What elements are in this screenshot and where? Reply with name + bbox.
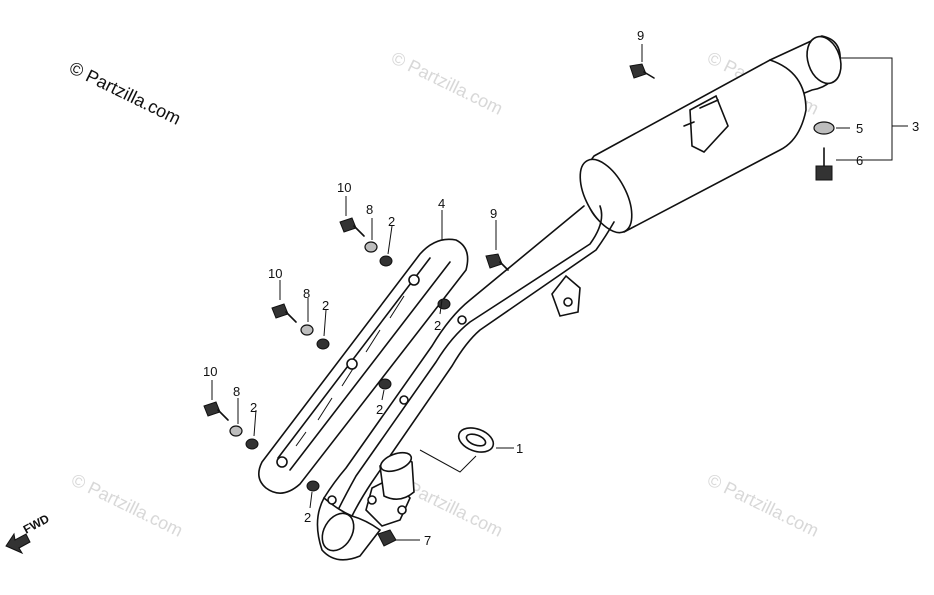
callout-8c: 8 <box>233 384 240 399</box>
callout-6: 6 <box>856 153 863 168</box>
callout-2c: 2 <box>304 510 311 525</box>
fwd-indicator: FWD <box>5 511 52 555</box>
muffler <box>579 35 842 234</box>
heat-shield <box>258 238 469 494</box>
nut-7 <box>377 529 397 547</box>
fastener-set-1 <box>339 217 393 267</box>
callout-10a: 10 <box>337 180 351 195</box>
callout-9b: 9 <box>490 206 497 221</box>
watermark-faint-1: © Partzilla.com <box>388 48 506 119</box>
callout-2a: 2 <box>434 318 441 333</box>
callout-2b: 2 <box>376 402 383 417</box>
callout-5: 5 <box>856 121 863 136</box>
callout-2e: 2 <box>322 298 329 313</box>
watermark-faint-3: © Partzilla.com <box>68 470 186 541</box>
nut-c <box>306 480 320 492</box>
fwd-label: FWD <box>21 511 52 536</box>
nut-b <box>378 378 392 390</box>
callout-10c: 10 <box>203 364 217 379</box>
bolt-9-upper <box>629 63 655 79</box>
callout-1: 1 <box>516 441 523 456</box>
gasket <box>457 427 495 453</box>
callout-9a: 9 <box>637 28 644 43</box>
exhaust-flange <box>365 451 415 527</box>
nut-a <box>437 298 451 310</box>
fastener-set-2 <box>271 303 330 350</box>
leader-lines <box>211 44 908 541</box>
callout-8a: 8 <box>366 202 373 217</box>
callout-7: 7 <box>424 533 431 548</box>
bolt-9-mid <box>485 253 509 271</box>
callout-3: 3 <box>912 119 919 134</box>
callout-10b: 10 <box>268 266 282 281</box>
watermark-primary: © Partzilla.com <box>66 58 184 129</box>
callout-4: 4 <box>438 196 445 211</box>
callout-8b: 8 <box>303 286 310 301</box>
watermark-faint-5: © Partzilla.com <box>704 470 822 541</box>
washer-5 <box>813 121 835 135</box>
bolt-6 <box>815 147 833 181</box>
callout-2f: 2 <box>250 400 257 415</box>
callout-2d: 2 <box>388 214 395 229</box>
fastener-set-3 <box>203 401 259 450</box>
exhaust-pipe <box>316 205 615 561</box>
fwd-arrow-icon <box>5 532 31 555</box>
